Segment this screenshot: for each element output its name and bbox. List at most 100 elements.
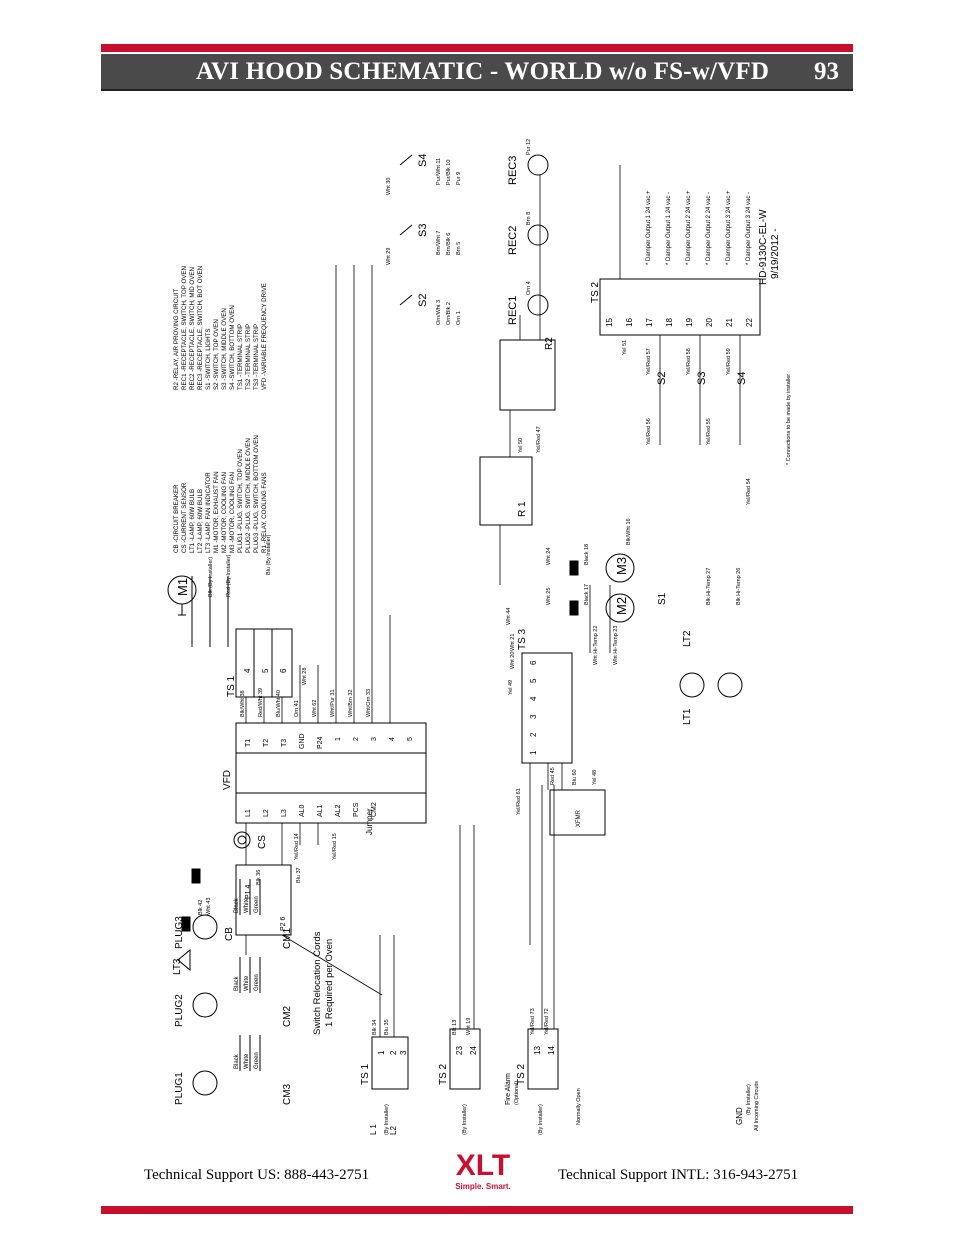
- wire-yelred57: Yel/Red 57: [646, 348, 652, 375]
- ts2-term-18: 18: [665, 318, 674, 327]
- all-incoming-label: All Incoming Circuits: [754, 1081, 760, 1131]
- ts2-bottom-label-a: TS 2: [438, 1063, 449, 1085]
- vfd-1: 1: [335, 737, 342, 741]
- wire-bluwht40: Blu/Wht 40: [276, 690, 282, 717]
- damper-3-minus: * Damper Output 3 24 vac -: [746, 192, 752, 265]
- cb-p2-6: P2 6: [280, 916, 287, 931]
- vfd-5: 5: [407, 737, 414, 741]
- wire-yelred54: Yel/Red 54: [746, 478, 752, 505]
- lt3-label: LT3: [172, 958, 183, 975]
- legend-ts2: TS2 -TERMINAL STRIP: [245, 324, 252, 390]
- vfd-3: 3: [371, 737, 378, 741]
- ts1-top-label: TS 1: [226, 675, 237, 697]
- by-installer-2: (By Installer): [462, 1104, 468, 1135]
- plug3-white: White: [244, 897, 250, 913]
- ts3-term-5: 5: [529, 678, 538, 683]
- wire-wht19: Wht 19: [466, 1018, 472, 1035]
- ts2-bottom-label-b: TS 2: [516, 1063, 527, 1085]
- plug2-green: Green: [254, 974, 260, 991]
- ts1-term-1: 1: [377, 1050, 386, 1055]
- legend-cs: CS -CURRENT SENSOR: [181, 482, 188, 553]
- vfd-al1: AL1: [317, 804, 324, 817]
- wire-red45: Red 45: [550, 767, 556, 785]
- vfd-2: 2: [353, 737, 360, 741]
- damper-2-plus: * Damper Output 2 24 vac +: [686, 190, 692, 265]
- legend-r1: R1 -RELAY, COOLING FANS: [261, 472, 268, 553]
- legend-ts1: TS1 -TERMINAL STRIP: [237, 324, 244, 390]
- damper-1-plus: * Damper Output 1 24 vac +: [646, 190, 652, 265]
- wire-pur9: Pur 9: [456, 172, 462, 185]
- wire-yelred59: Yel/Red 59: [726, 348, 732, 375]
- wire-yel49: Yel 49: [508, 680, 514, 695]
- circuit-breaker-cb: [235, 864, 292, 936]
- vfd-block: [235, 722, 427, 824]
- xfmr-label: XFMR: [576, 809, 582, 827]
- ts1-l2: L2: [389, 1126, 398, 1135]
- receptacles: [527, 154, 549, 316]
- cm1-label: CM1: [282, 927, 293, 949]
- ts1-term-6: 6: [279, 668, 288, 673]
- damper-wire-labels: Yel 51 Yel/Red 57 Yel/Red 58 Yel/Red 59 …: [622, 340, 752, 505]
- bottom-accent-bar: [101, 1206, 853, 1214]
- ts2-term-21: 21: [725, 318, 734, 327]
- logo-mark: XLT: [456, 1149, 510, 1182]
- cb-label: CB: [224, 927, 235, 941]
- r1-label: R 1: [517, 501, 528, 517]
- wire-wht20: Wht 20: [510, 652, 516, 669]
- ts2-term-24: 24: [469, 1046, 478, 1055]
- vfd-l2: L2: [263, 809, 270, 817]
- wire-yel51: Yel 51: [622, 340, 628, 355]
- legend-vfd: VFD -VARIABLE FREQUENCY DRIVE: [261, 283, 268, 390]
- s1-label: S1: [657, 592, 668, 605]
- s2-label: S2: [417, 294, 429, 307]
- cm2-label: CM2: [282, 1005, 293, 1027]
- drawing-id: HD-9130C-EL-W: [758, 209, 769, 285]
- drawing-date: 9/19/2012 -: [770, 228, 781, 279]
- ts2-term-20: 20: [705, 318, 714, 327]
- ts3-label: TS 3: [517, 628, 528, 650]
- r2-label: R2: [544, 337, 555, 350]
- wire-brnwht7: Brn/Wht 7: [436, 231, 442, 255]
- wire-red-installer: Red (By Installer): [226, 554, 232, 597]
- wire-yelred14: Yel/Red 14: [294, 833, 300, 860]
- switch-cords-line1: Switch Relocation Cords: [312, 931, 323, 1035]
- legend-m1: M1 -MOTOR, EXHAUST FAN: [213, 471, 220, 553]
- wire-yelred55: Yel/Red 55: [706, 418, 712, 445]
- vfd-gnd: GND: [299, 733, 306, 749]
- ts2-top-block: [599, 278, 761, 336]
- damper-s3-label: S3: [696, 372, 708, 385]
- ts3-term-3: 3: [529, 714, 538, 719]
- wire-yel48: Yel 48: [592, 770, 598, 785]
- wire-wht29: Wht 29: [386, 248, 392, 265]
- ts2-bottom-block-b: [527, 1028, 559, 1090]
- cs-label: CS: [257, 835, 268, 849]
- legend-right: R2 -RELAY, AIR PROVING CIRCUIT REC1 -REC…: [173, 266, 268, 390]
- legend-s2: S2 -SWITCH, TOP OVEN: [213, 319, 220, 390]
- lamp-lt1-lt2: [679, 672, 743, 698]
- by-installer-3: (By Installer): [538, 1104, 544, 1135]
- damper-outputs: * Damper Output 1 24 vac + * Damper Outp…: [646, 190, 752, 265]
- ts1-top-block: [235, 628, 293, 698]
- wire-whthitemp23: Wht Hi-Temp 23: [613, 626, 619, 665]
- legend-lt1: LT1 -LAMP, 60W BULB: [189, 489, 196, 553]
- wire-blkhitemp26: Blk Hi-Temp 26: [736, 568, 742, 605]
- wire-wht24: Wht 24: [546, 548, 552, 565]
- wire-brn5: Brn 5: [456, 242, 462, 255]
- wire-brnblk6: Brn/Blk 6: [446, 233, 452, 255]
- wire-yelred47: Yel/Red 47: [536, 426, 542, 453]
- plug3-label: PLUG3: [174, 916, 185, 949]
- ts2-term-15: 15: [605, 318, 614, 327]
- wire-wht25: Wht 25: [546, 588, 552, 605]
- plug-group: [192, 879, 261, 1096]
- wire-ornblk2: Orn/Blk 2: [446, 302, 452, 325]
- m1-label: M1: [175, 578, 190, 596]
- switch-cords-line2: 1 Required per Oven: [324, 939, 335, 1027]
- relay-r2: [499, 339, 556, 411]
- vfd-t2: T2: [263, 739, 270, 747]
- wire-whthitemp22: Wht Hi-Temp 22: [593, 626, 599, 665]
- wire-brn8: Brn 8: [526, 212, 532, 225]
- ts2-term-16: 16: [625, 318, 634, 327]
- wire-whtpur31: Wht/Pur 31: [330, 689, 336, 717]
- legend-m2: M2 -MOTOR, COOLING FAN: [221, 472, 228, 553]
- motors-m2-m3: [569, 553, 635, 623]
